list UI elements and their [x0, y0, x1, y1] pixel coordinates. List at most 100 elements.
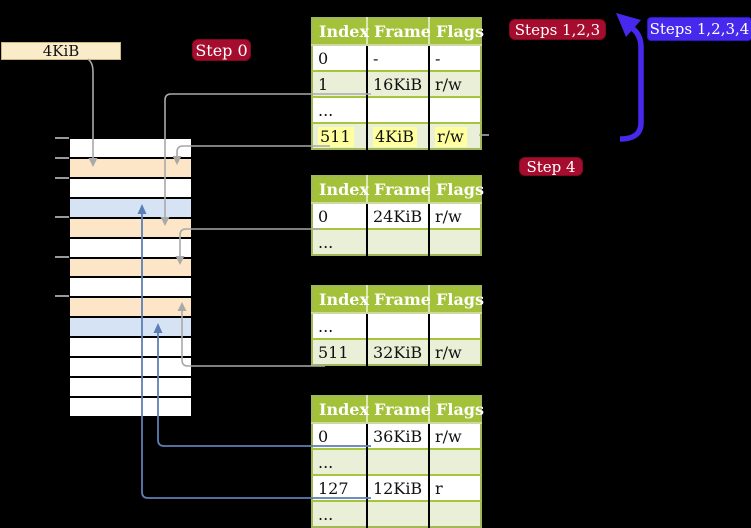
cell-value: 0 [318, 48, 329, 68]
table-row: ... [312, 96, 481, 123]
cell-value: 32KiB [373, 342, 423, 362]
table-cell: 1 [312, 70, 367, 97]
table-cell [366, 96, 429, 123]
memory-tick-marks [55, 137, 69, 297]
cell-value: 1 [318, 74, 329, 94]
memory-frame-row [70, 378, 191, 398]
cell-value: - [373, 48, 379, 68]
table-row: 0 - - [312, 44, 481, 71]
table-cell [428, 500, 481, 527]
table-row: 511 4KiB r/w [312, 122, 481, 149]
table-cell [428, 96, 481, 123]
table-cell: ... [312, 312, 367, 339]
table-row: ... [312, 500, 481, 527]
memory-frame-row [70, 397, 191, 416]
table-cell: 0 [312, 44, 367, 71]
table-cell: ... [312, 500, 367, 527]
cell-value: r/w [435, 426, 462, 446]
cell-value: 511 [318, 342, 349, 362]
table-cell: 24KiB [366, 202, 429, 229]
memory-frame-row [70, 139, 191, 159]
memory-frame-row [70, 238, 191, 259]
cell-value: ... [318, 100, 334, 120]
table-cell: r/w [428, 122, 481, 149]
table-row: 0 36KiB r/w [312, 422, 481, 449]
column-header: Frame [366, 396, 431, 424]
step4-badge: Step 4 [519, 157, 583, 176]
table-cell [428, 448, 481, 475]
memory-frame-row [70, 258, 191, 279]
table-row: 127 12KiB r [312, 474, 481, 501]
table-cell: - [428, 44, 481, 71]
memory-frame-row [70, 198, 191, 219]
step0-badge: Step 0 [192, 39, 251, 61]
cell-value: 127 [318, 478, 349, 498]
table-cell: 0 [312, 422, 367, 449]
column-header: Flags [428, 286, 484, 314]
cell-value: ... [318, 504, 334, 524]
table-cell: 511 [312, 122, 367, 149]
memory-frame-row [70, 218, 191, 239]
memory-frame-row [70, 278, 191, 299]
table-cell: 0 [312, 202, 367, 229]
cell-value: 16KiB [373, 74, 423, 94]
table-row: 511 32KiB r/w [312, 338, 481, 365]
table-cell: 4KiB [366, 122, 429, 149]
table-cell: - [366, 44, 429, 71]
memory-frame-row [70, 358, 191, 379]
table2-row0-arrow [175, 228, 320, 265]
table-cell [366, 448, 429, 475]
cell-value: ... [318, 232, 334, 252]
column-header: Index [312, 176, 369, 204]
table-cell: ... [312, 228, 367, 255]
table-cell: r/w [428, 70, 481, 97]
table1-row511-arrow [172, 145, 330, 165]
column-header: Frame [366, 286, 431, 314]
table-cell [366, 228, 429, 255]
cell-value: - [435, 48, 441, 68]
table-cell: 36KiB [366, 422, 429, 449]
column-header: Flags [428, 396, 484, 424]
steps1234-badge: Steps 1,2,3,4 [647, 17, 751, 41]
cell-value: 0 [318, 206, 329, 226]
table-row: ... [312, 228, 481, 255]
cell-value: 36KiB [373, 426, 423, 446]
table-cell [366, 312, 429, 339]
table-cell: r/w [428, 338, 481, 365]
cell-value: 0 [318, 426, 329, 446]
table-cell: ... [312, 448, 367, 475]
memory-frame-row [70, 178, 191, 199]
table-cell [366, 500, 429, 527]
table-row: ... [312, 448, 481, 475]
column-header: Index [312, 286, 369, 314]
column-header: Frame [366, 176, 431, 204]
table-cell [428, 312, 481, 339]
column-header: Frame [366, 18, 431, 46]
steps-loop-arrow [616, 13, 644, 142]
cell-value: r [435, 478, 443, 498]
steps123-badge: Steps 1,2,3 [509, 19, 606, 40]
frame-size-label-text: 4KiB [42, 42, 80, 60]
table-cell: 16KiB [366, 70, 429, 97]
table-cell: r [428, 474, 481, 501]
cell-value: r/w [435, 342, 462, 362]
column-header: Index [312, 396, 369, 424]
column-header: Flags [428, 176, 484, 204]
memory-column [69, 138, 192, 417]
highlighted-value: r/w [435, 126, 467, 147]
highlighted-value: 511 [318, 126, 354, 147]
table-cell: r/w [428, 422, 481, 449]
cell-value: 12KiB [373, 478, 423, 498]
frame-size-label: 4KiB [1, 42, 121, 60]
table-cell: 127 [312, 474, 367, 501]
table3-row511-arrow [177, 302, 325, 367]
